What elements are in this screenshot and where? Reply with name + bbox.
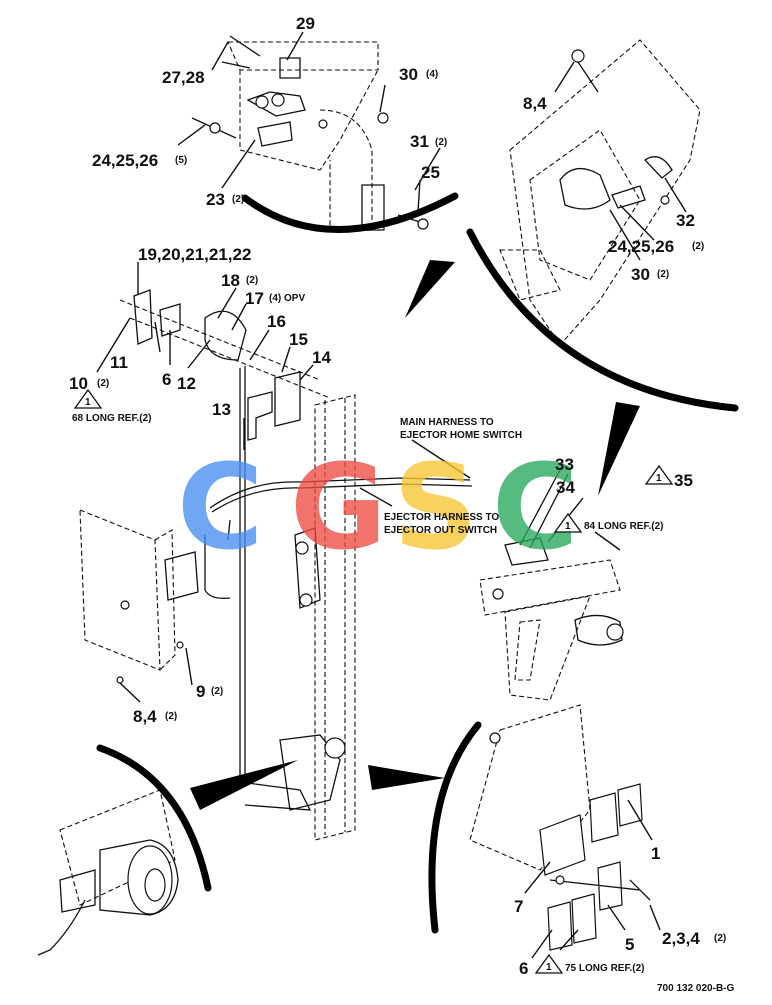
callout-2-3-4-qty: (2)	[714, 933, 726, 944]
callout-32: 32	[676, 211, 695, 230]
watermark-letter-3: S	[393, 438, 478, 576]
detail-ejector-pads	[469, 704, 651, 951]
callout-10: 10	[69, 374, 88, 393]
callout-27-28: 27,28	[162, 68, 205, 87]
callout-11: 11	[110, 353, 128, 372]
watermark-letter-1: C	[177, 438, 264, 576]
callout-15: 15	[289, 330, 308, 349]
revision-flag-35	[644, 464, 674, 485]
pointer-wedge-bottom-left	[190, 760, 298, 810]
callout-29: 29	[296, 14, 315, 33]
callout-35: 35	[674, 471, 693, 490]
callout-10-qty: (2)	[97, 378, 109, 389]
pointer-wedge-top	[405, 260, 455, 318]
control-box	[79, 509, 199, 684]
callout-8-4-bottom: 8,4	[133, 707, 157, 726]
callout-6-bottom: 6	[519, 959, 528, 978]
detail-switch-bracket	[191, 35, 429, 233]
callout-8-4-top: 8,4	[523, 94, 547, 113]
callout-24-25-26-right-qty: (2)	[692, 241, 704, 252]
callout-18: 18	[221, 271, 240, 290]
detail-circle-arc-bottom-left	[96, 744, 212, 892]
callout-17-qty: (4) OPV	[269, 293, 305, 304]
note-68-long-ref: 68 LONG REF.(2)	[72, 413, 151, 424]
callout-30-right-qty: (2)	[657, 269, 669, 280]
harness-main-line1: MAIN HARNESS TO	[400, 417, 494, 428]
detail-motor	[37, 789, 179, 956]
callout-12: 12	[177, 374, 196, 393]
detail-circle-arc-right	[466, 228, 739, 412]
detail-circle-arc-bottom-right	[428, 721, 482, 934]
ejector-arm	[479, 469, 624, 701]
note-84-long-ref: 84 LONG REF.(2)	[584, 521, 663, 532]
revision-flag-75-number: 1	[546, 962, 552, 973]
detail-circle-arc-top	[241, 192, 459, 233]
pointer-wedge-right	[598, 402, 640, 496]
callout-19-22: 19,20,21,21,22	[138, 245, 251, 264]
harness-ejector-line2: EJECTOR OUT SWITCH	[384, 525, 497, 536]
drawing-number: 700 132 020-B-G	[657, 983, 734, 994]
pointer-wedge-bottom-right	[368, 765, 445, 790]
harness-main-line2: EJECTOR HOME SWITCH	[400, 430, 522, 441]
callout-30-top-qty: (4)	[426, 69, 438, 80]
callout-25: 25	[421, 163, 440, 182]
revision-flag-84-number: 1	[565, 521, 571, 532]
callout-5: 5	[625, 935, 634, 954]
callout-9: 9	[196, 682, 205, 701]
callout-30-top: 30	[399, 65, 418, 84]
watermark-letter-4: C	[492, 438, 579, 576]
callout-31: 31	[410, 132, 429, 151]
callout-9-qty: (2)	[211, 686, 223, 697]
callout-31-qty: (2)	[435, 137, 447, 148]
revision-flag-68	[73, 388, 103, 409]
callout-24-25-26-right: 24,25,26	[608, 237, 674, 256]
callout-7: 7	[514, 897, 523, 916]
harness-ejector-line1: EJECTOR HARNESS TO	[384, 512, 499, 523]
callout-34: 34	[556, 478, 575, 497]
callout-16: 16	[267, 312, 286, 331]
callout-2-3-4: 2,3,4	[662, 929, 700, 948]
callout-6-left: 6	[162, 370, 171, 389]
callout-24-25-26-top: 24,25,26	[92, 151, 158, 170]
revision-flag-35-number: 1	[656, 473, 662, 484]
callout-18-qty: (2)	[246, 275, 258, 286]
callout-13: 13	[212, 400, 231, 419]
watermark: C G S C	[177, 438, 579, 576]
revision-flag-68-number: 1	[85, 397, 91, 408]
note-75-long-ref: 75 LONG REF.(2)	[565, 963, 644, 974]
callout-24-25-26-top-qty: (5)	[175, 155, 187, 166]
watermark-letter-2: G	[290, 438, 387, 576]
central-mast	[119, 289, 473, 841]
detail-pivot-bracket	[499, 39, 701, 346]
callout-17: 17	[245, 289, 264, 308]
callout-23: 23	[206, 190, 225, 209]
callout-33: 33	[555, 455, 574, 474]
callout-23-qty: (2)	[232, 194, 244, 205]
revision-flag-75	[534, 953, 564, 974]
callout-8-4-bottom-qty: (2)	[165, 711, 177, 722]
callout-14: 14	[312, 348, 331, 367]
revision-flag-84	[553, 512, 583, 533]
callout-30-right: 30	[631, 265, 650, 284]
callout-labels: 29 27,28 30 (4) 24,25,26 (5) 31 (2) 25 2…	[69, 14, 734, 994]
callout-1: 1	[651, 844, 660, 863]
leader-lines	[96, 31, 687, 959]
